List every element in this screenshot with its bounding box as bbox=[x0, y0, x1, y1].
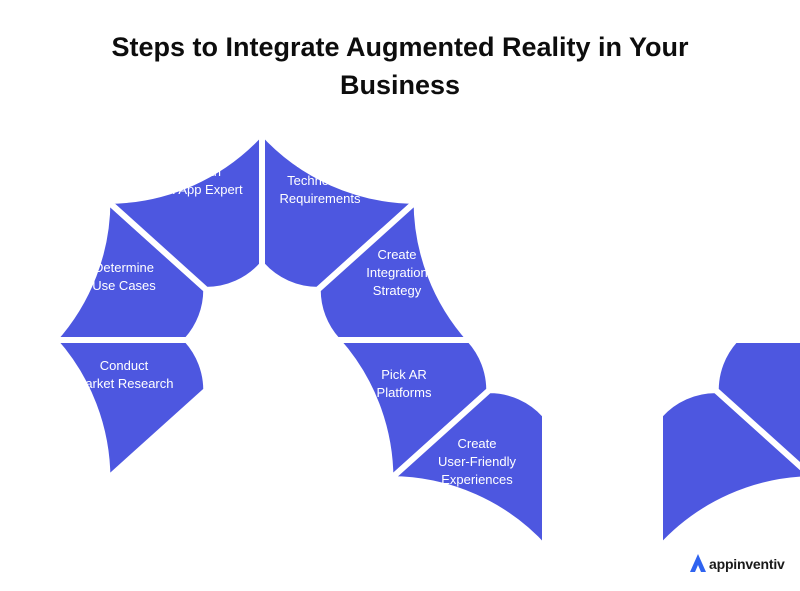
step-segment-test bbox=[657, 387, 800, 551]
step-label-pick: Pick AR Platforms bbox=[377, 367, 432, 400]
step-segment-experiences bbox=[387, 387, 548, 551]
step-label-line: Use Cases bbox=[92, 278, 156, 293]
step-label-line: Pick AR bbox=[381, 367, 427, 382]
step-label-line: Test and bbox=[575, 462, 624, 477]
step-label-line: Determine bbox=[94, 260, 154, 275]
step-segment-determine bbox=[51, 197, 210, 343]
step-label-line: Requirements bbox=[280, 191, 361, 206]
step-label-line: Iterate bbox=[582, 480, 619, 495]
step-label-line: Monitor and bbox=[643, 363, 712, 378]
step-label-line: Analyze bbox=[654, 381, 700, 396]
step-label-line: Hire an bbox=[179, 164, 221, 179]
step-label-line: Market Research bbox=[75, 376, 174, 391]
step-label-hire: Hire an AR App Expert bbox=[157, 164, 243, 197]
step-label-line: Experiences bbox=[441, 472, 513, 487]
brand-logo: appinventiv bbox=[690, 553, 785, 575]
step-label-line: Create bbox=[457, 436, 496, 451]
step-label-line: Technology bbox=[287, 173, 353, 188]
step-segment-integration bbox=[314, 197, 473, 343]
appinventiv-logo-icon bbox=[690, 554, 706, 572]
step-segment-pick bbox=[334, 337, 493, 483]
step-label-line: Analyze bbox=[297, 155, 343, 170]
step-label-line: Create bbox=[377, 247, 416, 262]
step-segment-hire bbox=[104, 129, 265, 293]
step-label-line: Strategy bbox=[373, 283, 422, 298]
step-segment-analyze bbox=[259, 129, 420, 293]
brand-name: appinventiv bbox=[709, 556, 785, 572]
step-label-line: Conduct bbox=[100, 358, 149, 373]
step-label-line: Integration bbox=[366, 265, 427, 280]
step-segment-monitor bbox=[712, 337, 800, 471]
step-label-line: AR App Expert bbox=[157, 182, 243, 197]
page-title: Steps to Integrate Augmented Reality in … bbox=[111, 32, 689, 100]
step-label-line: User-Friendly bbox=[438, 454, 517, 469]
step-segment-conduct bbox=[51, 337, 210, 483]
step-label-line: Platforms bbox=[377, 385, 432, 400]
